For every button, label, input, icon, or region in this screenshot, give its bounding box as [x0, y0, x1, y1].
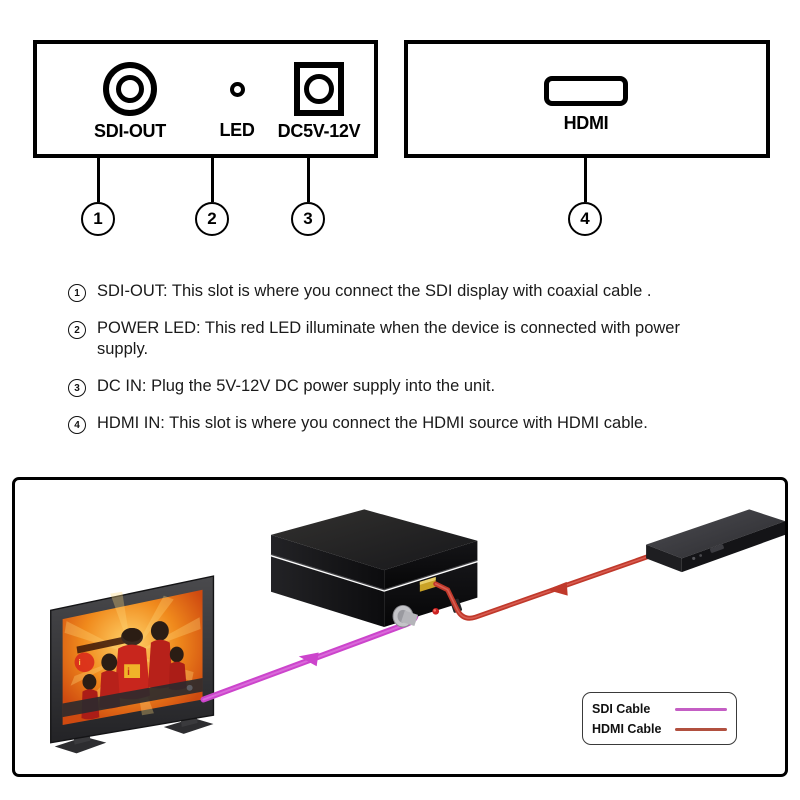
- port-label-hdmi: HDMI: [563, 113, 609, 133]
- converter-bnc-connector[interactable]: [392, 604, 419, 628]
- legend-swatch-sdi: [675, 707, 727, 711]
- legend-item-sdi: SDI Cable: [592, 699, 727, 719]
- callout-circle-1: 1: [81, 202, 115, 236]
- monitor-foot-right: [163, 718, 214, 734]
- port-sdi-out[interactable]: SDI-OUT: [75, 62, 185, 140]
- source-top-face: [646, 509, 785, 559]
- source-side-face: [681, 521, 785, 573]
- converter-left-face-upper: [271, 534, 385, 590]
- converter-left-face-lower: [271, 556, 385, 627]
- legend-swatch-hdmi: [675, 727, 727, 731]
- port-dc-in[interactable]: DC5V-12V: [263, 62, 375, 140]
- svg-text:i: i: [79, 658, 81, 667]
- description-text-4: HDMI IN: This slot is where you connect …: [97, 414, 648, 433]
- svg-text:i: i: [127, 667, 130, 678]
- screen-characters: i: [81, 621, 187, 720]
- description-item: 3 DC IN: Plug the 5V-12V DC power supply…: [68, 376, 758, 398]
- port-label-dc-in: DC5V-12V: [277, 121, 361, 141]
- description-item: 1 SDI-OUT: This slot is where you connec…: [68, 281, 758, 302]
- hdmi-source-device: [646, 509, 785, 573]
- source-indicator-2-icon: [699, 554, 703, 557]
- screen-title-art: i: [74, 634, 134, 673]
- callout-leader-1: [97, 158, 100, 202]
- hdmi-cable: [433, 552, 657, 621]
- converter-hdmi-port[interactable]: [419, 577, 436, 592]
- rear-panel: SDI-OUT LED DC5V-12V: [33, 40, 378, 158]
- description-text-3: DC IN: Plug the 5V-12V DC power supply i…: [97, 377, 496, 396]
- description-item: 4 HDMI IN: This slot is where you connec…: [68, 413, 758, 435]
- description-list: 1 SDI-OUT: This slot is where you connec…: [68, 281, 758, 451]
- callout-circle-3: 3: [291, 202, 325, 236]
- hdmi-cable-arrow: [546, 581, 568, 596]
- hdmi-port-icon: [544, 76, 628, 106]
- source-indicator-icon: [692, 556, 696, 560]
- callout-circle-4: 4: [568, 202, 602, 236]
- port-label-sdi-out: SDI-OUT: [94, 121, 166, 141]
- description-bullet-2: 2: [68, 321, 86, 340]
- front-panel: HDMI: [404, 40, 770, 158]
- monitor-foot-left: [54, 736, 107, 754]
- connection-diagram: i i: [12, 477, 788, 777]
- bnc-connector-icon: [103, 62, 157, 116]
- legend-label-sdi: SDI Cable: [592, 702, 651, 716]
- sdi-cable-arrow: [298, 652, 319, 667]
- sdi-monitor: i i: [50, 575, 215, 754]
- callout-leader-3: [307, 158, 310, 202]
- dc-jack-icon: [294, 62, 344, 116]
- port-label-led: LED: [219, 120, 255, 140]
- source-port[interactable]: [710, 544, 725, 553]
- dc-jack-pin-icon: [304, 74, 334, 104]
- converter-seam: [270, 553, 478, 591]
- monitor-control-strip: [62, 677, 203, 718]
- hdmi-to-sdi-converter: [270, 509, 478, 628]
- description-bullet-4: 4: [68, 416, 86, 435]
- callout-circle-2: 2: [195, 202, 229, 236]
- description-bullet-1: 1: [68, 284, 86, 302]
- source-front-face: [646, 544, 682, 573]
- legend-item-hdmi: HDMI Cable: [592, 719, 727, 739]
- port-hdmi-in[interactable]: HDMI: [506, 76, 666, 132]
- callout-leader-2: [211, 158, 214, 202]
- description-item: 2 POWER LED: This red LED illuminate whe…: [68, 318, 758, 360]
- monitor-power-button[interactable]: [186, 684, 193, 691]
- legend-label-hdmi: HDMI Cable: [592, 722, 662, 736]
- hdmi-cable-highlight: [434, 553, 655, 620]
- callout-leader-4: [584, 158, 587, 202]
- description-bullet-3: 3: [68, 379, 86, 398]
- converter-led-highlight: [433, 609, 437, 612]
- converter-top-face: [271, 509, 478, 571]
- description-text-1: SDI-OUT: This slot is where you connect …: [97, 282, 652, 300]
- converter-power-led: [432, 607, 440, 615]
- description-text-2: POWER LED: This red LED illuminate when …: [97, 319, 680, 359]
- bnc-inner-ring-icon: [116, 75, 144, 103]
- led-indicator-icon: [229, 82, 245, 97]
- connection-diagram-svg: i i: [50, 509, 785, 754]
- cable-legend: SDI Cable HDMI Cable: [582, 692, 737, 745]
- converter-right-face-upper: [384, 540, 478, 590]
- port-led[interactable]: LED: [197, 62, 277, 139]
